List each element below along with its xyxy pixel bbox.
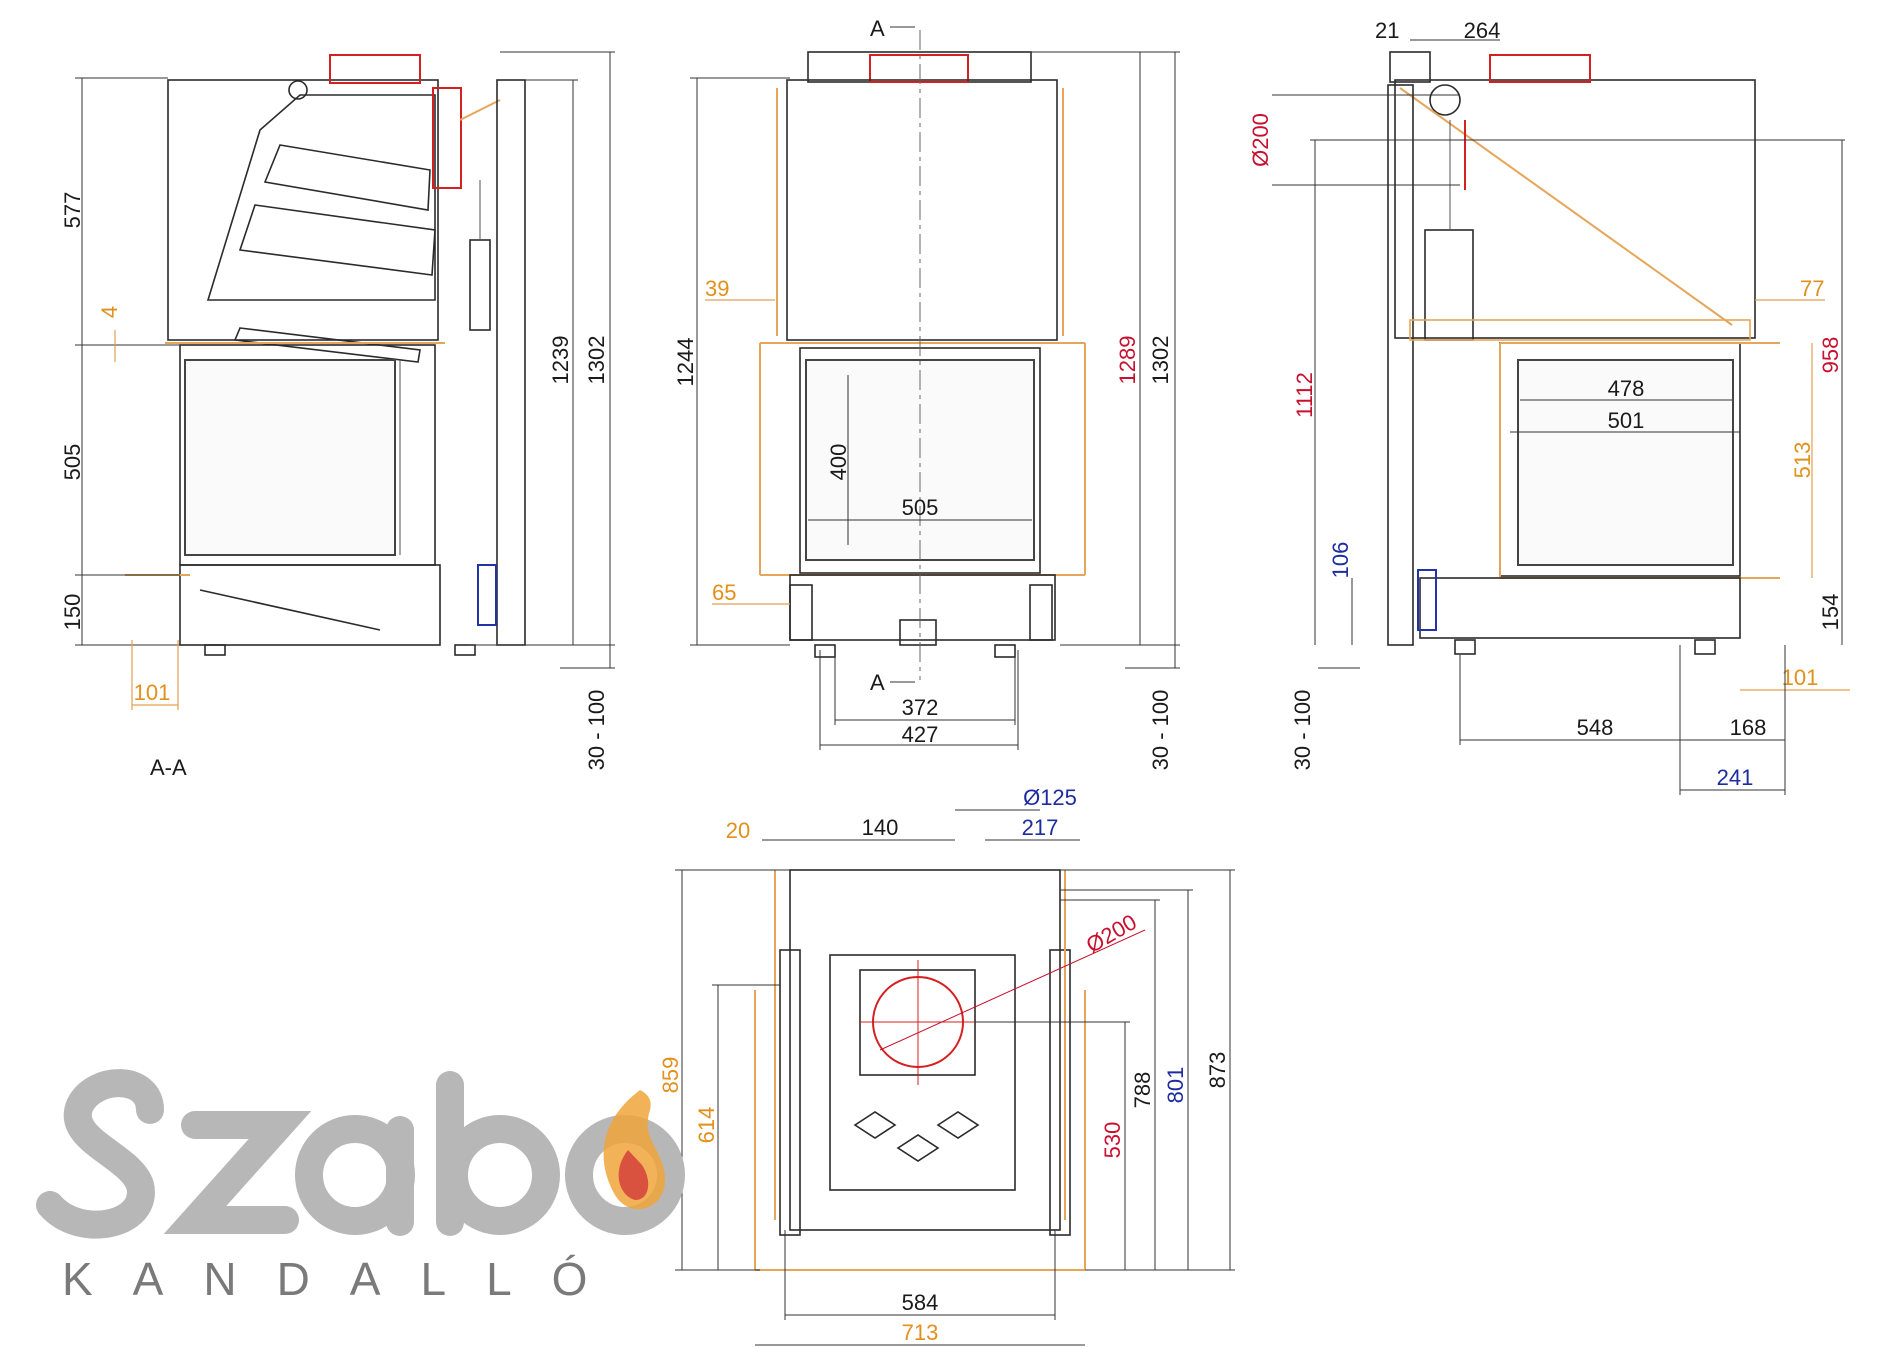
dim-372: 372 [902,695,939,720]
dim-30-100-side: 30 - 100 [1290,690,1315,771]
logo-letter-s [36,1069,164,1239]
dim-548: 548 [1577,715,1614,740]
side-view: 21 264 Ø200 1112 77 958 478 501 513 106 … [1248,18,1850,795]
dim-873: 873 [1205,1052,1230,1089]
dim-30-100: 30 - 100 [584,690,609,771]
dim-1239: 1239 [548,336,573,385]
dim-264: 264 [1464,18,1501,43]
dim-427: 427 [902,722,939,747]
flame-icon [603,1090,665,1210]
dim-106: 106 [1328,542,1353,579]
dim-513: 513 [1790,442,1815,479]
dim-200-side: Ø200 [1248,113,1273,167]
section-marker-top: A [870,16,885,41]
dim-4: 4 [97,306,122,318]
dim-713: 713 [902,1320,939,1345]
dim-101: 101 [134,680,171,705]
dim-65: 65 [712,580,736,605]
dim-39: 39 [705,276,729,301]
front-view: A A 1244 39 65 400 505 1289 1302 30 - 10… [673,16,1180,770]
dim-505-front: 505 [902,495,939,520]
dim-154: 154 [1818,594,1843,631]
dim-958: 958 [1818,337,1843,374]
dim-801: 801 [1163,1067,1188,1104]
dim-400: 400 [826,444,851,481]
logo-letter-z [163,1111,312,1234]
dim-1244: 1244 [673,338,698,387]
dim-1302: 1302 [584,336,609,385]
dim-77: 77 [1800,276,1824,301]
top-view: 20 140 Ø125 217 Ø200 859 614 530 788 801… [658,785,1235,1346]
dim-1289: 1289 [1115,336,1140,385]
dim-478: 478 [1608,376,1645,401]
dim-788: 788 [1130,1072,1155,1109]
dim-1302-front: 1302 [1148,336,1173,385]
dim-21: 21 [1375,18,1399,43]
dim-614: 614 [694,1107,719,1144]
dim-200-top: Ø200 [1082,909,1141,958]
section-marker-bottom: A [870,670,885,695]
dim-20: 20 [726,818,750,843]
dim-530: 530 [1100,1122,1125,1159]
dim-859: 859 [658,1057,683,1094]
dim-501: 501 [1608,408,1645,433]
dim-168: 168 [1730,715,1767,740]
dim-125: Ø125 [1023,785,1077,810]
dim-140: 140 [862,815,899,840]
dim-577: 577 [60,192,85,229]
dim-30-100-front: 30 - 100 [1148,690,1173,771]
dim-505: 505 [60,444,85,481]
section-label: A-A [150,755,187,780]
dim-1112: 1112 [1292,372,1317,418]
side-section-view: 577 4 505 150 101 1239 1302 30 - 100 A-A [60,51,615,780]
dim-217: 217 [1022,815,1059,840]
dim-584: 584 [902,1290,939,1315]
dim-241: 241 [1717,765,1754,790]
szabo-logo: KANDALLÓ [36,1069,685,1305]
dim-150: 150 [60,594,85,631]
logo-subtitle: KANDALLÓ [62,1253,627,1305]
dim-101-side: 101 [1782,665,1819,690]
